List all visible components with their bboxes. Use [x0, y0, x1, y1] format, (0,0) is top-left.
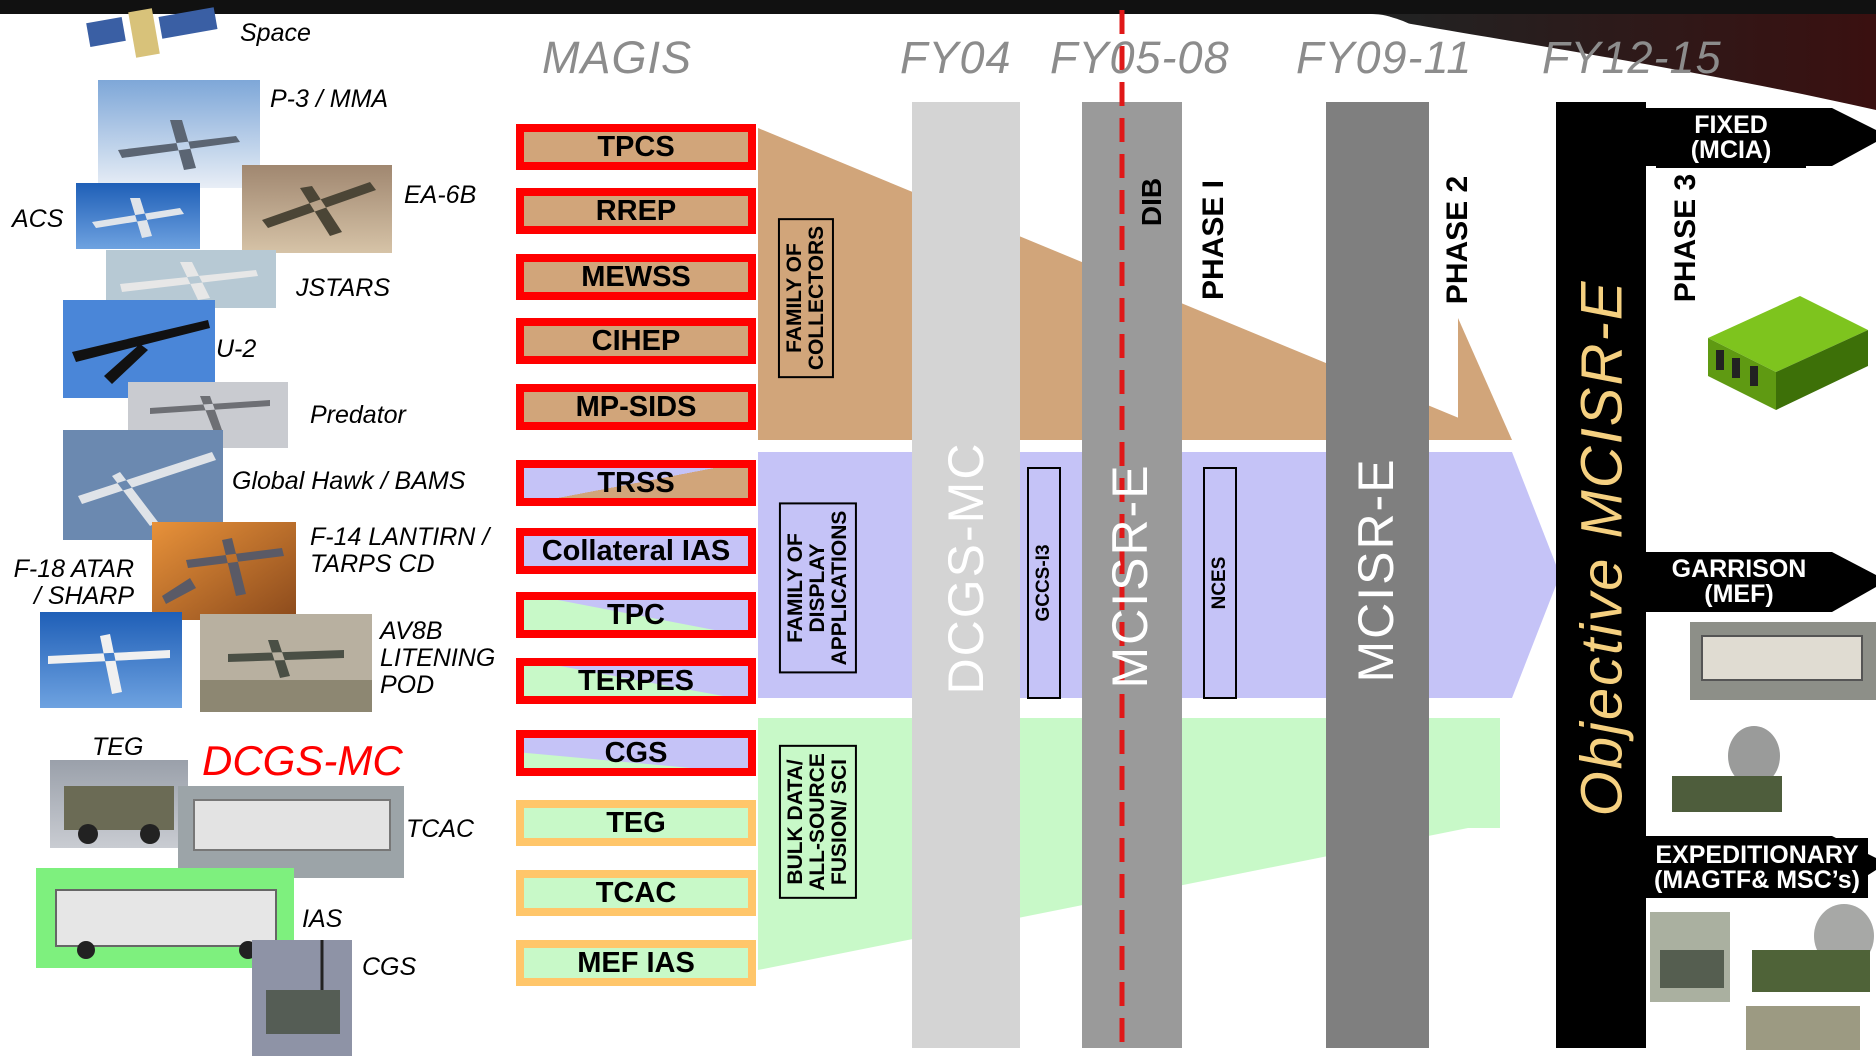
system-cgs: CGS — [516, 730, 756, 776]
system-cihep: CIHEP — [516, 318, 756, 364]
fixed-facility-image — [1708, 296, 1868, 410]
label-av8b-line1: AV8B — [380, 617, 443, 645]
label-global-hawk: Global Hawk / BAMS — [232, 467, 466, 495]
global-hawk-image — [63, 430, 223, 540]
tag-fixed-line1: FIXED — [1694, 111, 1768, 139]
system-tpcs: TPCS — [516, 124, 756, 170]
family-display-line1: FAMILY OF — [783, 533, 807, 643]
tag-fixed-line2: (MCIA) — [1690, 136, 1772, 164]
system-teg: TEG — [516, 800, 756, 846]
magis-label: MAGIS — [542, 32, 693, 83]
label-tcac: TCAC — [406, 815, 475, 843]
family-display-line2: DISPLAY — [805, 543, 829, 633]
label-f14-line1: F-14 LANTIRN / — [310, 523, 490, 551]
system-terpes: TERPES — [516, 658, 756, 704]
year-fy12-15: FY12-15 — [1542, 32, 1722, 83]
year-fy09-11: FY09-11 — [1296, 32, 1473, 83]
space-satellite-image — [86, 7, 218, 58]
label-av8b-line2: LITENING — [380, 644, 496, 672]
bar-label-objective: Objective MCISR-E — [1569, 279, 1635, 817]
tag-garrison: GARRISON (MEF) — [1656, 552, 1822, 612]
bar-label-dcgs-mc: DCGS-MC — [938, 441, 994, 695]
tag-garrison-line1: GARRISON — [1671, 555, 1807, 583]
label-f18-line1: F-18 ATAR — [13, 555, 134, 583]
family-fusion-label: BULK DATA/ ALL-SOURCE FUSION/ SCI — [778, 745, 858, 899]
label-ias: IAS — [302, 905, 343, 933]
system-tpc: TPC — [516, 592, 756, 638]
ea6b-image — [242, 165, 392, 253]
system-rrep: RREP — [516, 188, 756, 234]
mcisr-e-bar-1 — [1082, 102, 1182, 1048]
bar-label-mcisr-e-2: MCISR-E — [1348, 457, 1404, 683]
bar-label-phase2: PHASE 2 — [1441, 175, 1474, 305]
system-trss: TRSS — [516, 460, 756, 506]
mcisr-e-bar-2 — [1326, 102, 1429, 1048]
label-jstars: JSTARS — [296, 274, 390, 302]
bar-label-phase3: PHASE 3 — [1669, 173, 1702, 303]
family-fusion-line1: BULK DATA/ — [783, 759, 807, 885]
year-fy05-08: FY05-08 — [1050, 32, 1230, 83]
acs-image — [76, 183, 200, 249]
family-display-line3: APPLICATIONS — [828, 510, 852, 666]
bar-label-phase1: PHASE I — [1197, 179, 1230, 301]
label-cgs: CGS — [362, 953, 417, 981]
system-tcac: TCAC — [516, 870, 756, 916]
label-u2: U-2 — [216, 335, 257, 363]
family-collectors-line1: FAMILY OF — [782, 243, 806, 353]
label-f14: F-14 LANTIRN / TARPS CD — [310, 524, 489, 578]
tag-fixed: FIXED (MCIA) — [1656, 108, 1806, 168]
label-acs: ACS — [12, 205, 64, 233]
label-p3: P-3 / MMA — [270, 85, 389, 113]
tag-expeditionary: EXPEDITIONARY (MAGTF& MSC’s) — [1646, 838, 1868, 898]
label-av8b-line3: POD — [380, 671, 435, 699]
tag-garrison-line2: (MEF) — [1704, 580, 1774, 608]
label-dcgs-mc: DCGS-MC — [202, 737, 403, 784]
family-collectors-label: FAMILY OF COLLECTORS — [777, 217, 835, 379]
bar-label-nces: NCES — [1203, 467, 1237, 699]
family-fusion-line2: ALL-SOURCE — [805, 753, 829, 891]
family-display-label: FAMILY OF DISPLAY APPLICATIONS — [778, 502, 858, 674]
tag-expeditionary-line1: EXPEDITIONARY — [1655, 841, 1859, 869]
f14-image — [152, 522, 296, 620]
label-f14-line2: TARPS CD — [310, 550, 435, 578]
system-mewss: MEWSS — [516, 254, 756, 300]
jstars-image — [106, 250, 276, 308]
bar-label-gccs-i3: GCCS-I3 — [1027, 467, 1061, 699]
bar-label-mcisr-e-1: MCISR-E — [1102, 463, 1158, 689]
label-av8b: AV8B LITENING POD — [380, 618, 495, 699]
bar-label-dib: DIB — [1136, 177, 1167, 227]
tag-expeditionary-line2: (MAGTF& MSC’s) — [1654, 866, 1860, 894]
system-mp-sids: MP-SIDS — [516, 384, 756, 430]
system-collateral-ias: Collateral IAS — [516, 528, 756, 574]
family-collectors-line2: COLLECTORS — [805, 225, 828, 371]
system-mef-ias: MEF IAS — [516, 940, 756, 986]
year-fy04: FY04 — [900, 32, 1012, 83]
label-teg: TEG — [92, 733, 144, 761]
label-predator: Predator — [310, 401, 406, 429]
expeditionary-vehicle-image — [1746, 1006, 1860, 1050]
dcgs-mc-bar — [912, 102, 1020, 1048]
objective-bar — [1556, 102, 1646, 1048]
label-ea6b: EA-6B — [404, 181, 477, 209]
label-space: Space — [240, 19, 311, 47]
label-f18: F-18 ATAR / SHARP — [0, 556, 134, 610]
family-fusion-line3: FUSION/ SCI — [828, 758, 852, 886]
label-f18-line2: / SHARP — [33, 582, 134, 610]
